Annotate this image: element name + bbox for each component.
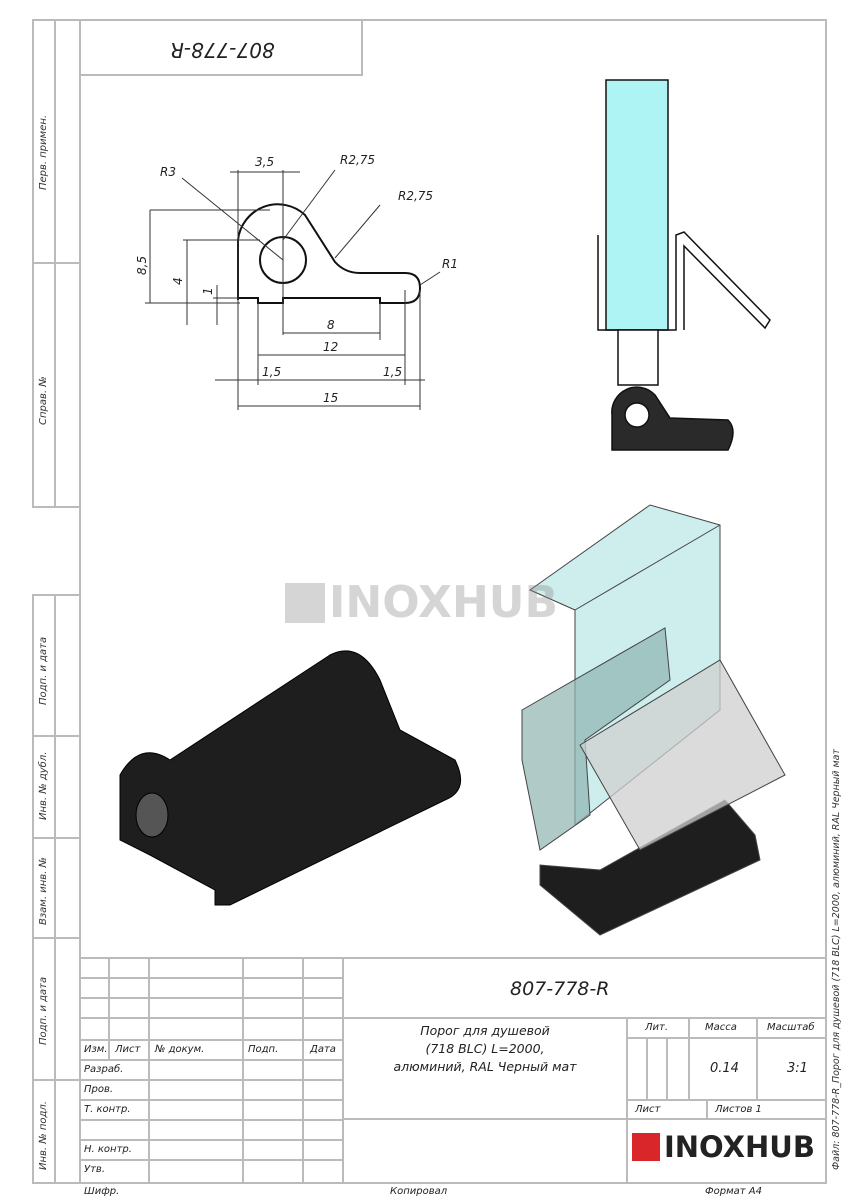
assembly-3d-render	[521, 504, 786, 936]
mass-label: Масса	[705, 1022, 737, 1033]
sheet-label: Лист	[635, 1104, 661, 1115]
dim-15: 15	[323, 391, 338, 405]
role-label: Пров.	[84, 1084, 114, 1095]
rotated-number-box	[79, 19, 363, 76]
logo-icon	[285, 582, 325, 623]
role-label: Т. контр.	[84, 1104, 131, 1115]
scale-label: Масштаб	[767, 1022, 815, 1033]
left-strip-label: Инв. № дубл.	[38, 751, 49, 820]
dim-r2-75: R2,75	[398, 189, 433, 203]
rotated-drawing-number: 807-778-R	[170, 38, 275, 62]
profile-3d-render	[119, 650, 462, 906]
left-strip-bottom	[32, 594, 81, 1184]
dim-r2-75-top: R2,75	[340, 153, 375, 167]
left-strip-label: Подп. и дата	[38, 636, 49, 705]
assembly-side-view	[597, 79, 771, 451]
sheets-label: Листов 1	[715, 1104, 762, 1115]
header-date: Дата	[310, 1044, 336, 1055]
dim-r3: R3	[160, 165, 176, 179]
dim-8: 8	[327, 318, 335, 332]
profile-section	[237, 203, 422, 304]
footer-cipher: Шифр.	[84, 1186, 120, 1197]
left-strip-label: Инв. № подл.	[38, 1101, 49, 1170]
left-strip-label: Справ. №	[38, 376, 49, 425]
dim-r1: R1	[442, 257, 458, 271]
mass-value: 0.14	[710, 1061, 739, 1076]
part-name: Порог для душевой (718 BLC) L=2000, алюм…	[343, 1022, 627, 1076]
dim-4: 4	[171, 277, 185, 285]
dim-3-5: 3,5	[255, 155, 274, 169]
dim-1-5-left: 1,5	[262, 365, 281, 379]
dim-1-5-right: 1,5	[383, 365, 402, 379]
header-doc: № докум.	[155, 1044, 205, 1055]
header-izm: Изм.	[84, 1044, 108, 1055]
watermark: INOXHUB	[285, 577, 558, 628]
header-podp: Подп.	[248, 1044, 279, 1055]
footer-copied: Копировал	[390, 1186, 448, 1197]
lit-label: Лит.	[645, 1022, 669, 1033]
footer-format: Формат А4	[705, 1186, 762, 1197]
dim-1: 1	[201, 287, 215, 295]
left-strip-label: Подп. и дата	[38, 976, 49, 1045]
left-strip-label: Взам. инв. №	[38, 857, 49, 925]
role-label: Утв.	[84, 1164, 105, 1175]
dim-8-5: 8,5	[135, 256, 149, 275]
dim-12: 12	[323, 340, 338, 354]
title-block-number: 807-778-R	[510, 978, 610, 1000]
left-strip-label: Перв. примен.	[38, 114, 49, 190]
part-name-line: алюминий, RAL Черный мат	[393, 1059, 577, 1074]
company-logo: INOXHUB	[632, 1130, 815, 1164]
header-list: Лист	[115, 1044, 141, 1055]
side-file-label: Файл: 807-778-R_Порог для душевой (718 B…	[831, 748, 842, 1170]
role-label: Н. контр.	[84, 1144, 132, 1155]
scale-value: 3:1	[787, 1061, 808, 1076]
part-name-line: Порог для душевой	[420, 1023, 550, 1038]
role-label: Разраб.	[84, 1064, 124, 1075]
dimension-lines	[145, 169, 441, 410]
part-name-line: (718 BLC) L=2000,	[425, 1041, 545, 1056]
logo-icon	[632, 1133, 660, 1161]
